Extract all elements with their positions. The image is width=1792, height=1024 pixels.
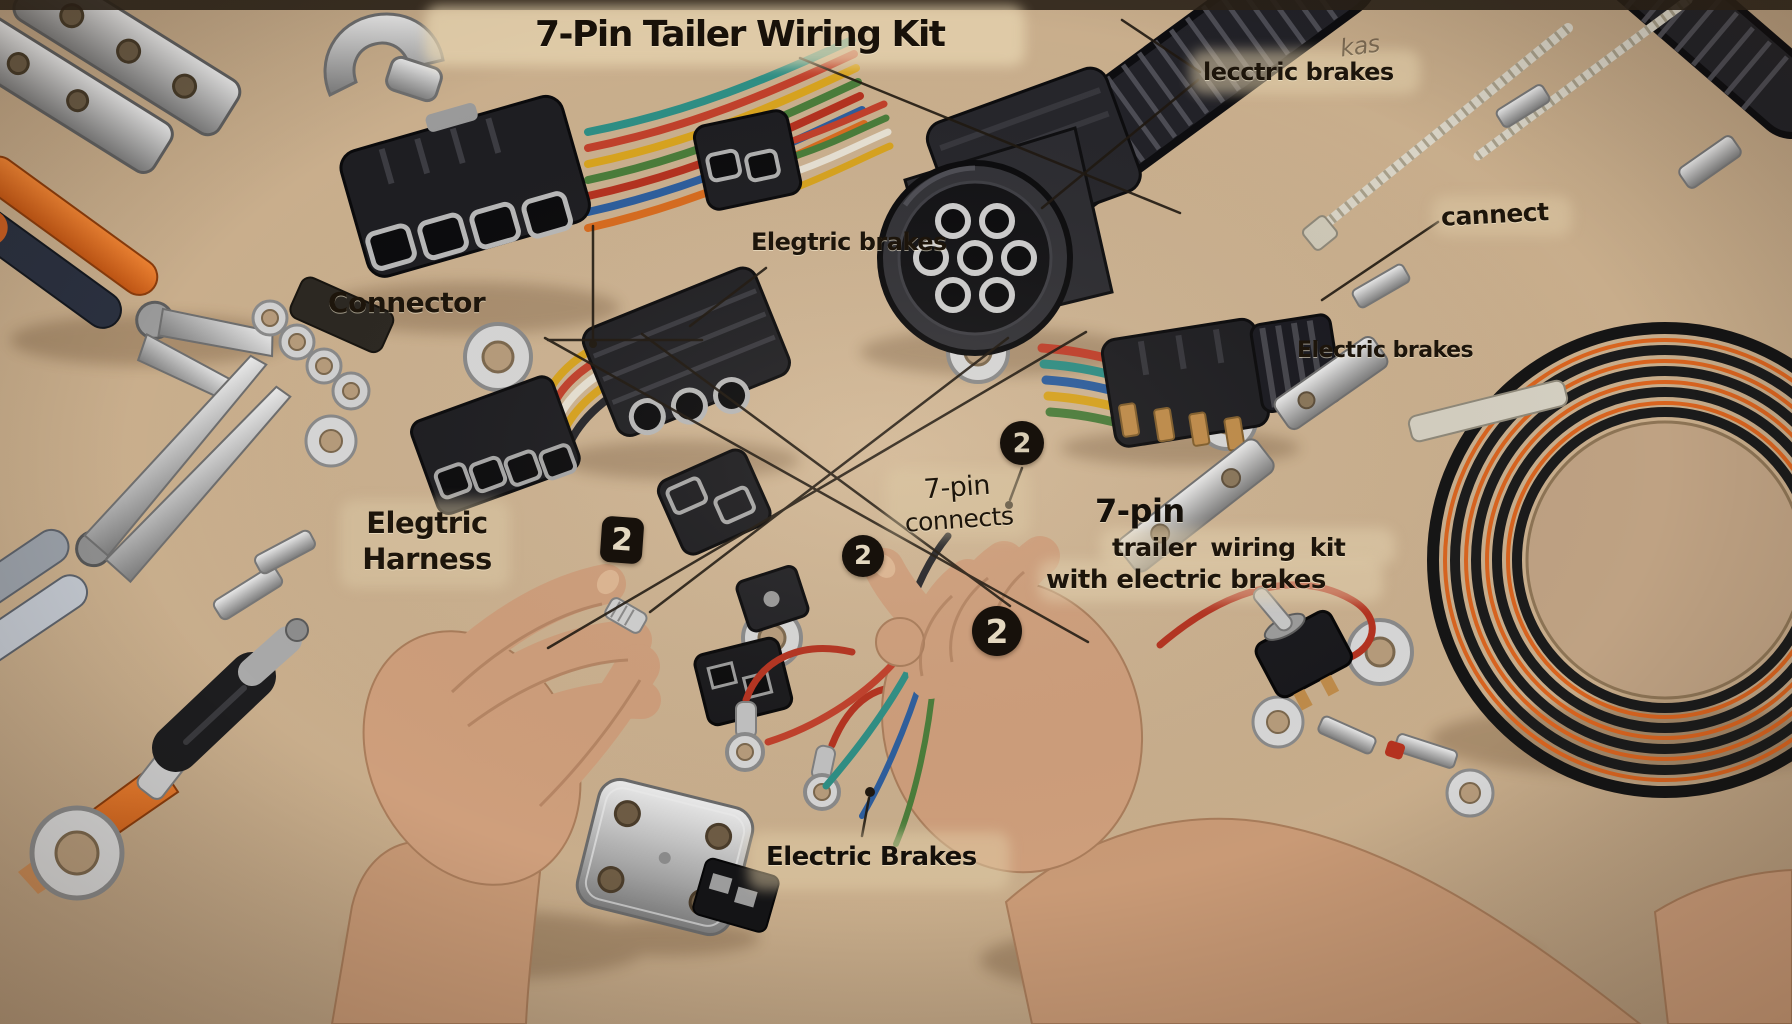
step-badge: 2 <box>599 515 645 565</box>
label-electric-harness: Elegtric Harness <box>352 505 502 577</box>
label-kit-line1: 7-pin <box>1095 492 1185 530</box>
label-electric-harness-line1: Elegtric <box>366 506 488 540</box>
page-title: 7-Pin Tailer Wiring Kit <box>535 14 946 55</box>
label-electric-brakes-top-right: lecctric brakes <box>1203 58 1394 86</box>
label-kit-line3: with electric brakes <box>1046 565 1326 595</box>
label-cannect: cannect <box>1440 197 1550 232</box>
step-badge: 2 <box>842 535 884 577</box>
label-electric-brakes-right: Electric brakes <box>1297 338 1474 363</box>
label-electric-brakes-mid: Elegtric brakes <box>751 228 947 256</box>
label-7pin-connects: 7-pin connects <box>891 468 1025 541</box>
label-scribble: kas <box>1338 29 1382 63</box>
label-kit-line2: trailer wiring kit <box>1112 533 1346 562</box>
step-badge: 2 <box>972 606 1022 656</box>
label-connector: Connector <box>328 286 486 319</box>
step-badge: 2 <box>1000 421 1044 465</box>
label-electric-brakes-bottom: Electric Brakes <box>766 842 977 872</box>
label-electric-harness-line2: Harness <box>362 542 492 576</box>
